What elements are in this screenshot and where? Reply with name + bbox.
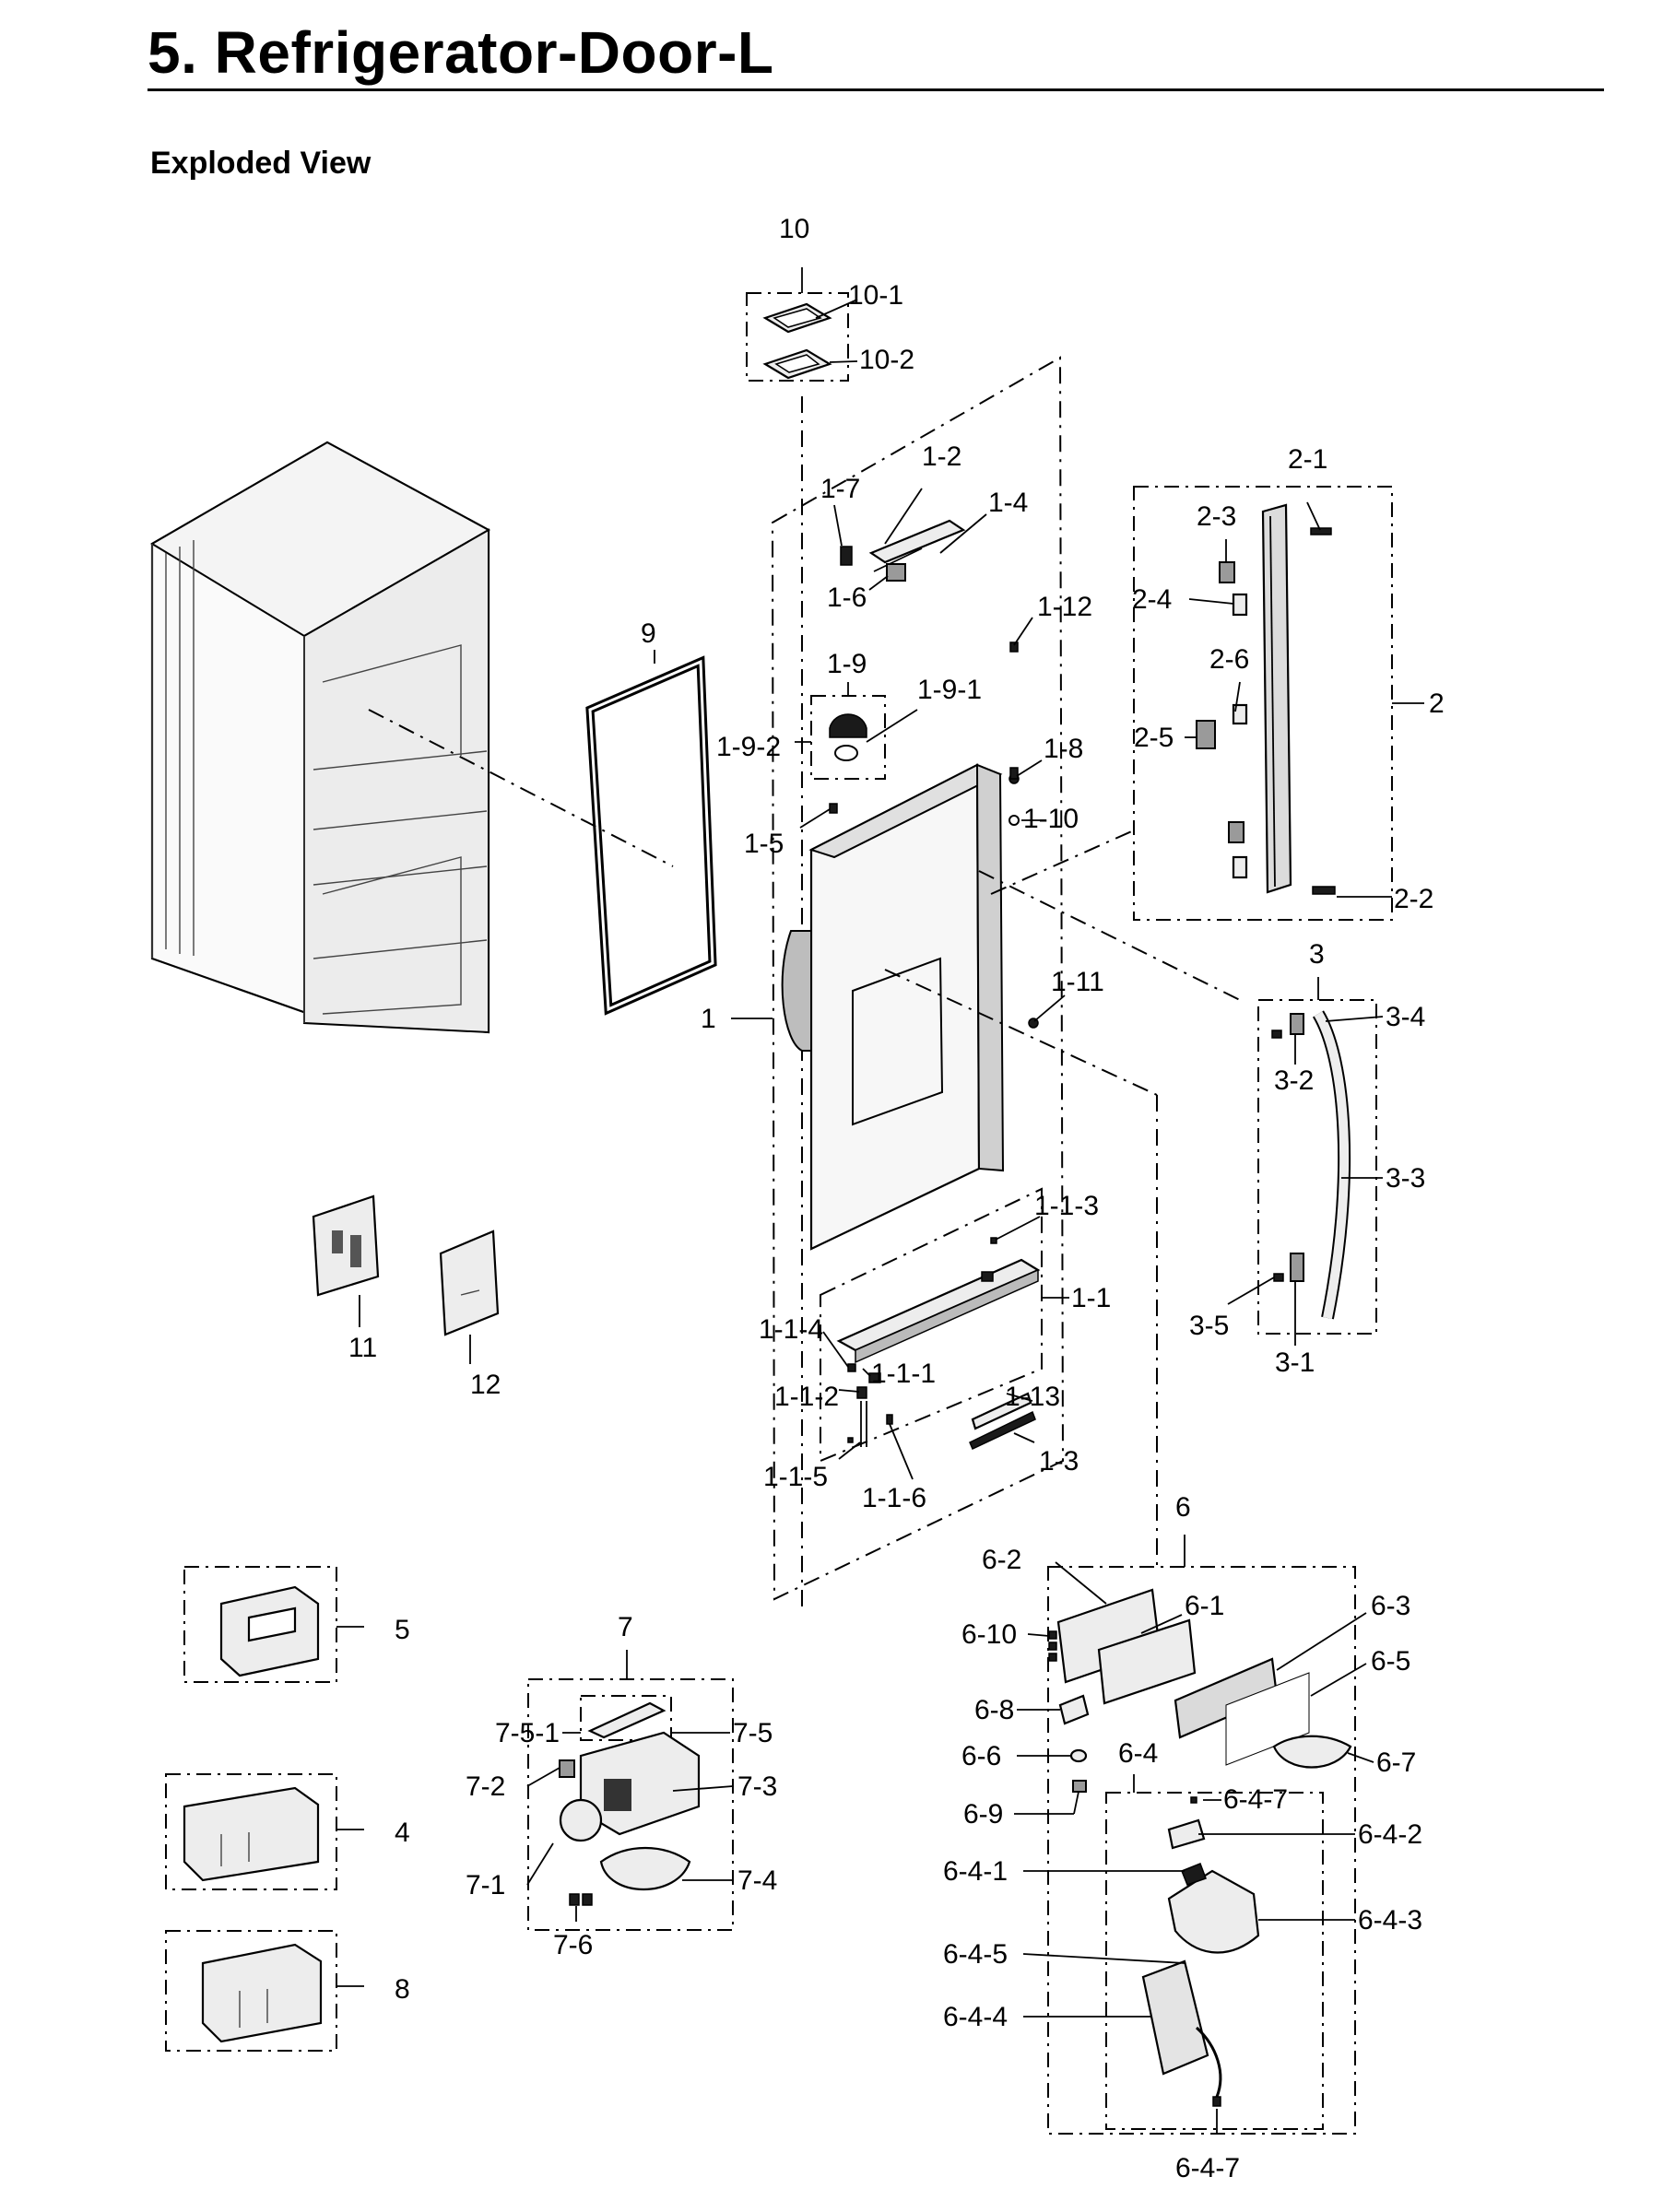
callout-label: 1-1-4 xyxy=(759,1314,823,1345)
callout-label: 7-3 xyxy=(737,1771,777,1802)
callout-label: 7-5 xyxy=(733,1718,773,1748)
callout-label: 3-5 xyxy=(1189,1311,1229,1341)
callout-label: 2-3 xyxy=(1197,501,1236,532)
callout-label: 6-4-2 xyxy=(1358,1819,1422,1850)
callout-label: 3 xyxy=(1309,939,1325,970)
callout-label: 9 xyxy=(641,618,656,649)
callout-label: 3-3 xyxy=(1386,1163,1425,1194)
callout-label: 6-6 xyxy=(961,1741,1001,1771)
callout-label: 6 xyxy=(1175,1492,1191,1523)
callout-label: 2-6 xyxy=(1209,644,1249,675)
callout-label: 1-12 xyxy=(1037,592,1092,622)
callout-label: 11 xyxy=(348,1333,377,1363)
callout-label: 1-9-2 xyxy=(716,732,781,762)
leader-lines xyxy=(336,267,1424,2134)
callout-label: 7 xyxy=(618,1612,633,1642)
callout-label: 7-2 xyxy=(466,1771,505,1802)
callout-label: 1-3 xyxy=(1039,1446,1079,1477)
callout-label: 2 xyxy=(1429,688,1445,719)
title-underline xyxy=(147,88,1604,91)
callout-label: 2-5 xyxy=(1134,723,1174,753)
callout-label: 6-4-7 xyxy=(1175,2153,1240,2183)
callout-label: 5 xyxy=(395,1615,410,1645)
callout-label: 2-2 xyxy=(1394,884,1433,914)
callout-label: 6-5 xyxy=(1371,1646,1410,1677)
callout-label: 1-1-6 xyxy=(862,1483,926,1513)
section-subtitle: Exploded View xyxy=(150,146,372,181)
callout-label: 10-2 xyxy=(859,345,914,375)
callout-label: 7-6 xyxy=(553,1930,593,1960)
callout-label: 7-5-1 xyxy=(495,1718,560,1748)
page-title: 5. Refrigerator-Door-L xyxy=(147,19,774,86)
callout-label: 6-8 xyxy=(974,1695,1014,1725)
callout-label: 12 xyxy=(470,1370,501,1400)
callout-label: 2-1 xyxy=(1288,444,1327,475)
door-gasket-drawing xyxy=(585,655,717,1016)
callout-label: 6-7 xyxy=(1376,1747,1416,1778)
callout-label: 1-5 xyxy=(744,829,784,859)
callout-label: 1-6 xyxy=(827,582,867,613)
callout-label: 1-9-1 xyxy=(917,675,982,705)
callout-label: 1-2 xyxy=(922,441,961,472)
callout-label: 6-2 xyxy=(982,1545,1021,1575)
callout-label: 1-1-1 xyxy=(871,1359,936,1389)
callout-label: 1-1-2 xyxy=(774,1382,839,1412)
callout-label: 2-4 xyxy=(1132,584,1172,615)
callout-label: 4 xyxy=(395,1818,410,1848)
callout-label: 1 xyxy=(701,1004,716,1034)
callout-label: 6-4-7 xyxy=(1223,1784,1288,1815)
callout-label: 3-2 xyxy=(1274,1065,1314,1096)
callout-label: 1-9 xyxy=(827,649,867,679)
callout-label: 3-4 xyxy=(1386,1002,1425,1032)
callout-label: 10 xyxy=(779,214,809,244)
callout-label: 1-4 xyxy=(988,488,1028,518)
callout-label: 1-1-5 xyxy=(763,1462,828,1492)
callout-label: 6-4-1 xyxy=(943,1856,1008,1887)
callout-label: 3-1 xyxy=(1275,1347,1315,1378)
callout-label: 1-11 xyxy=(1051,967,1104,997)
callout-label: 1-7 xyxy=(820,474,860,504)
callout-label: 6-4-5 xyxy=(943,1939,1008,1970)
callout-label: 6-4-3 xyxy=(1358,1905,1422,1936)
callout-label: 1-13 xyxy=(1005,1382,1060,1412)
callout-label: 8 xyxy=(395,1974,410,2005)
callout-label: 6-4 xyxy=(1118,1738,1158,1769)
callout-label: 7-1 xyxy=(466,1870,505,1900)
callout-label: 10-1 xyxy=(848,280,903,311)
refrigerator-cabinet-drawing xyxy=(150,441,491,1034)
callout-label: 1-1 xyxy=(1071,1283,1111,1313)
callout-label: 6-10 xyxy=(961,1619,1017,1650)
callout-label: 1-1-3 xyxy=(1034,1191,1099,1221)
callout-label: 7-4 xyxy=(737,1865,777,1896)
callout-label: 6-1 xyxy=(1185,1591,1224,1621)
callout-label: 1-10 xyxy=(1023,804,1079,834)
callout-label: 6-9 xyxy=(963,1799,1003,1830)
callout-label: 6-4-4 xyxy=(943,2002,1008,2032)
callout-label: 1-8 xyxy=(1044,734,1083,764)
callout-label: 6-3 xyxy=(1371,1591,1410,1621)
